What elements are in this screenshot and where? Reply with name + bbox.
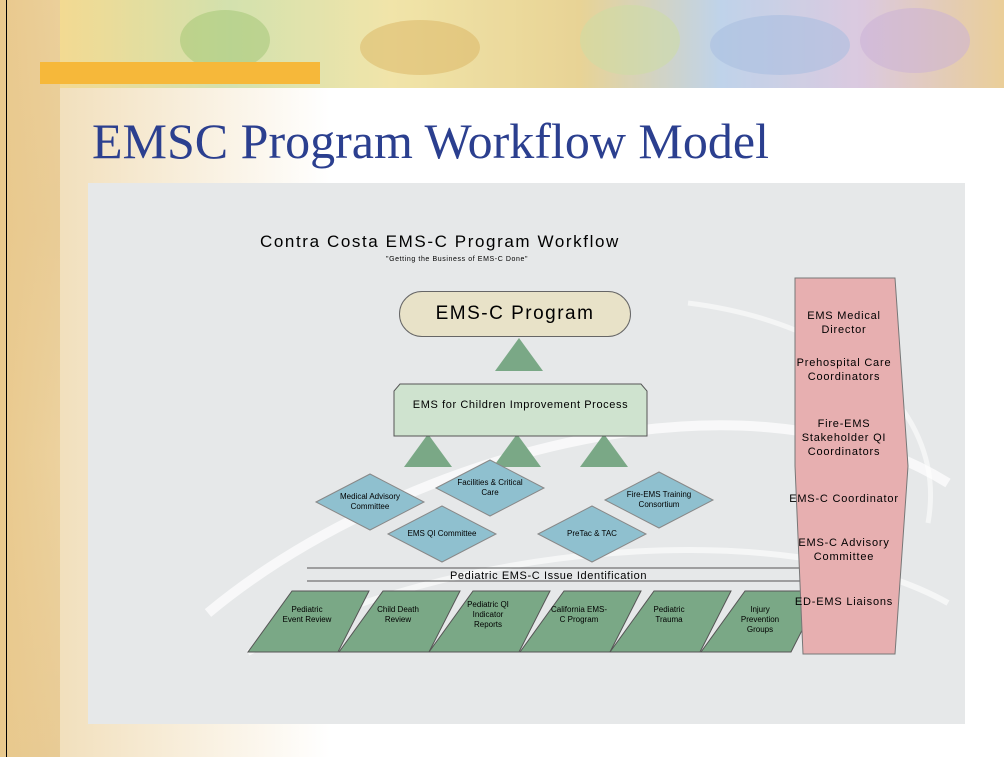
source-box — [247, 590, 370, 653]
source-label: Child Death Review — [377, 605, 419, 624]
leaf-decoration — [180, 10, 270, 70]
committee-label: Medical Advisory Committee — [339, 492, 401, 511]
floral-banner — [60, 0, 1004, 88]
diamond-ems-qi — [386, 505, 498, 563]
source-box — [700, 590, 823, 653]
diamond-pretac — [536, 505, 648, 563]
issue-identification-label: Pediatric EMS-C Issue Identification — [450, 570, 648, 582]
up-arrow-triangle — [580, 434, 628, 467]
up-arrow-triangle — [493, 434, 541, 467]
diamond-facilities — [434, 459, 546, 517]
leaf-decoration — [360, 20, 480, 75]
source-label: California EMS-C Program — [550, 605, 607, 624]
committee-label: Facilities & Critical Care — [457, 478, 523, 497]
committee-label: PreTac & TAC — [567, 529, 617, 538]
up-arrow-triangle — [404, 434, 452, 467]
leaf-decoration — [580, 5, 680, 75]
stakeholder-label: EMS Medical Director — [807, 310, 881, 336]
diamond-fire-ems — [603, 471, 715, 529]
orange-accent-bar — [40, 62, 320, 84]
flower-decoration — [710, 15, 850, 75]
up-arrow-triangle — [495, 338, 543, 371]
stakeholder-label: EMS-C Coordinator — [789, 493, 899, 505]
source-label: Injury Prevention Groups — [740, 605, 780, 634]
slide-title: EMSC Program Workflow Model — [92, 113, 769, 169]
left-border-line — [6, 0, 7, 757]
flower-decoration — [860, 8, 970, 73]
workflow-subtitle: "Getting the Business of EMS-C Done" — [386, 256, 529, 263]
source-label: Pediatric Event Review — [282, 605, 332, 624]
source-label: Pediatric QI Indicator Reports — [467, 600, 509, 629]
source-box — [609, 590, 732, 653]
diamond-medical-advisory — [314, 473, 426, 531]
stakeholder-label: Fire-EMS Stakeholder QI Coordinators — [801, 418, 887, 458]
source-box — [428, 590, 551, 653]
committee-label: EMS QI Committee — [407, 529, 477, 538]
source-label: Pediatric Trauma — [653, 605, 685, 624]
stakeholder-label: Prehospital Care Coordinators — [796, 357, 892, 383]
stakeholder-label: ED-EMS Liaisons — [794, 596, 894, 608]
committee-label: Fire-EMS Training Consortium — [626, 490, 692, 509]
process-label: EMS for Children Improvement Process — [412, 399, 629, 411]
program-box: EMS-C Program — [399, 291, 631, 337]
workflow-title: Contra Costa EMS-C Program Workflow — [260, 232, 620, 251]
stakeholder-label: EMS-C Advisory Committee — [798, 537, 890, 563]
